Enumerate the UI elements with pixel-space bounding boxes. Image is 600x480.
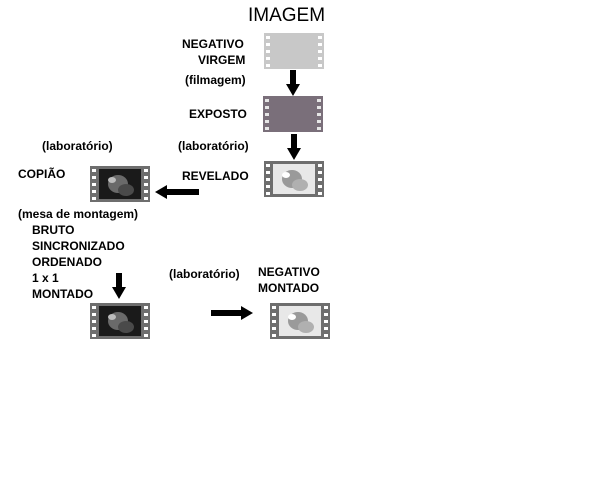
arrow-down-1-icon (286, 70, 300, 96)
label-negativo-montado-2: MONTADO (258, 281, 320, 295)
label-negativo: NEGATIVO (182, 37, 244, 51)
film-exposto-icon (263, 96, 323, 132)
arrow-right-icon (211, 306, 253, 320)
label-1x1: 1 x 1 (32, 271, 59, 285)
arrow-down-3-icon (112, 273, 126, 299)
label-filmagem: (filmagem) (185, 73, 246, 87)
label-ordenado: ORDENADO (32, 255, 103, 269)
label-copiao: COPIÃO (18, 167, 66, 181)
label-mesa-de-montagem: (mesa de montagem) (18, 207, 139, 221)
label-exposto: EXPOSTO (189, 107, 247, 121)
label-laboratorio-right: (laboratório) (178, 139, 249, 153)
film-virgem-icon (264, 33, 324, 69)
diagram-title: IMAGEM (248, 5, 326, 26)
label-negativo-montado-1: NEGATIVO (258, 265, 320, 279)
label-virgem: VIRGEM (198, 53, 246, 67)
label-revelado: REVELADO (182, 169, 249, 183)
label-laboratorio-left: (laboratório) (42, 139, 113, 153)
arrow-left-icon (155, 185, 199, 199)
film-montado-icon (90, 303, 150, 339)
film-revelado-icon (264, 161, 324, 197)
film-copiao-icon (90, 166, 150, 202)
label-sincronizado: SINCRONIZADO (32, 239, 125, 253)
label-laboratorio-bottom: (laboratório) (169, 267, 240, 281)
film-negativo-montado-icon (270, 303, 330, 339)
label-montado: MONTADO (32, 287, 94, 301)
label-bruto: BRUTO (32, 223, 75, 237)
arrow-down-2-icon (287, 134, 301, 160)
